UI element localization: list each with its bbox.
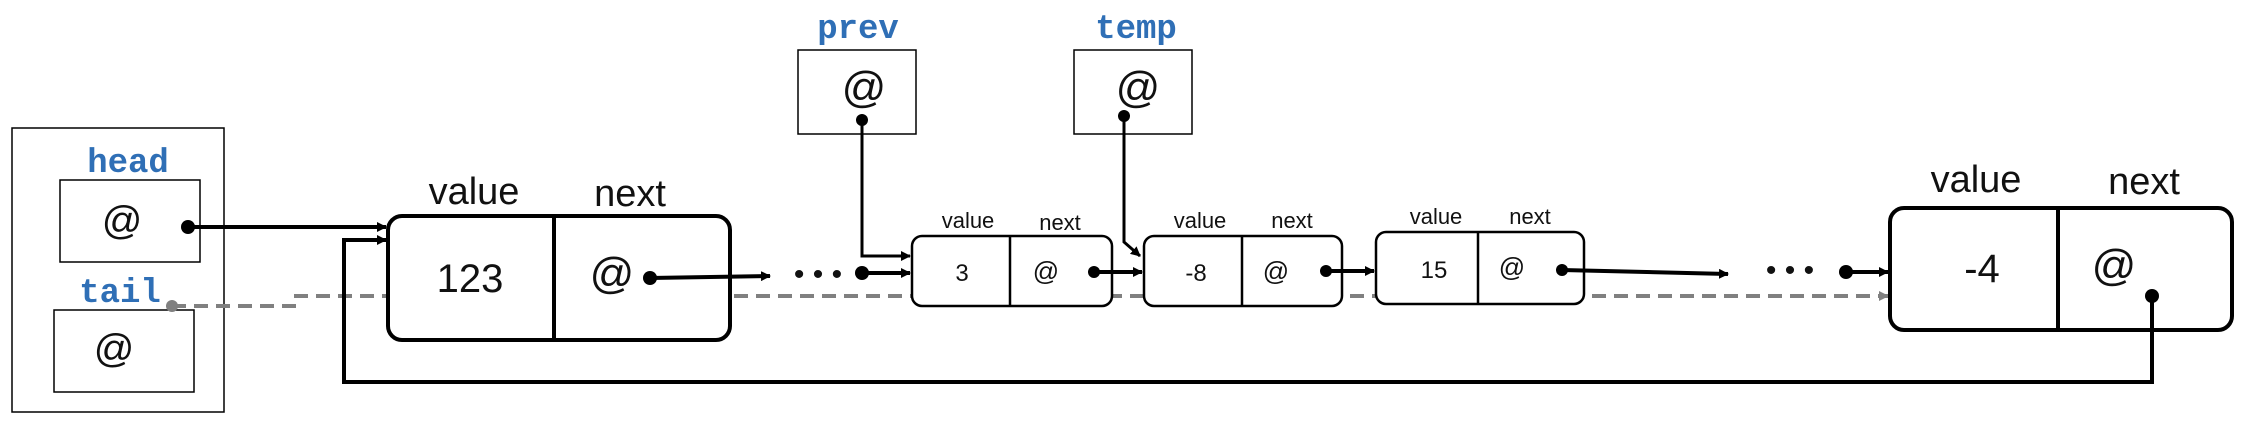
node1-value-header: value [429,171,520,213]
node5-next-dot [2145,289,2159,303]
node5-box [1888,206,2234,332]
node4-box [1374,230,1586,306]
node4-next-dot [1556,264,1568,276]
node3-value: -8 [1185,260,1206,287]
node3-value-header: value [1174,208,1227,233]
temp-box [1073,49,1193,135]
node2-next-header: next [1039,210,1081,235]
node2-value: 3 [955,260,968,287]
node1-value: 123 [437,257,504,301]
ellipsis1-arrow-dot [855,266,869,280]
node1-next-arrow [649,271,771,282]
node4-next-header: next [1509,204,1551,229]
tail-box [53,309,195,393]
node4-value-header: value [1410,204,1463,229]
head-arrow-dot [181,220,195,234]
prev-label: prev [817,11,899,49]
temp-arrow [1122,116,1141,258]
node4-next: @ [1499,252,1525,282]
node4-next-arrow [1561,268,1729,279]
tail-symbol: @ [94,327,135,371]
head-label: head [87,145,169,183]
node2-next-dot [1088,266,1100,278]
node5-next: @ [2092,241,2137,290]
node3-next-header: next [1271,208,1313,233]
node3-next-dot [1320,265,1332,277]
ellipsis-2: • • • [1766,254,1814,287]
ellipsis2-arrow-dot [1839,265,1853,279]
node1-next: @ [590,249,635,298]
node1-next-header: next [594,173,666,215]
prev-arrow [860,120,911,261]
temp-symbol: @ [1116,63,1161,112]
node2-next: @ [1033,256,1059,286]
node1-next-dot [643,271,657,285]
node5-value-header: value [1931,159,2022,201]
head-symbol: @ [102,199,143,243]
node5-next-arrow [342,235,2154,384]
node5-value: -4 [1964,247,2000,291]
list-container [11,127,225,413]
head-box [59,179,201,263]
node4-value: 15 [1421,257,1448,284]
node5-next-header: next [2108,161,2180,203]
tail-label: tail [79,275,161,313]
temp-label: temp [1095,11,1177,49]
tail-link-dot [166,300,178,312]
ellipsis-1: • • • [794,258,842,291]
node2-value-header: value [942,208,995,233]
prev-arrow-dot [856,114,868,126]
node3-next: @ [1263,256,1289,286]
node2-box [910,234,1114,308]
temp-arrow-dot [1118,110,1130,122]
prev-symbol: @ [842,63,887,112]
